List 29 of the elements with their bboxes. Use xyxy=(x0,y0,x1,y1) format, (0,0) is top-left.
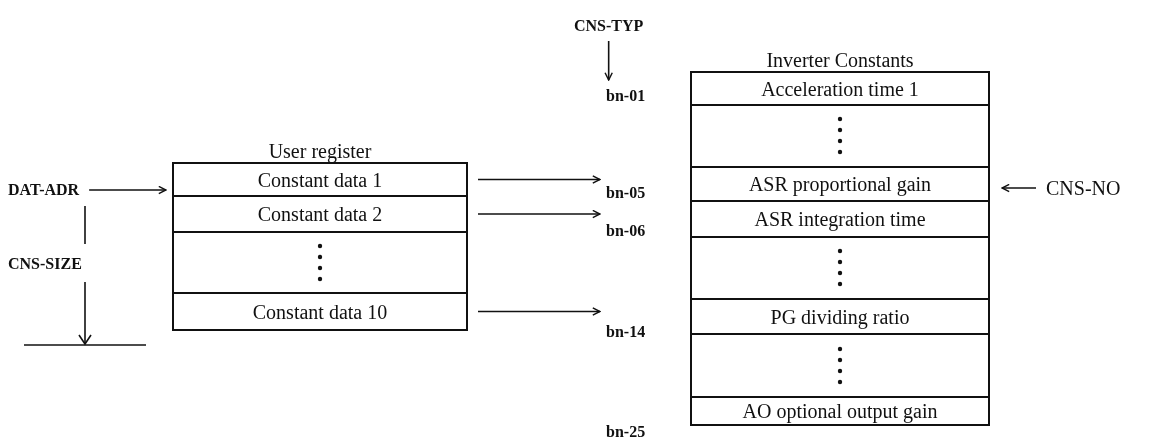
signal-label: CNS-SIZE xyxy=(8,254,82,274)
register-row: Acceleration time 1 xyxy=(690,71,990,106)
table-heading: User register xyxy=(268,139,372,164)
register-row: Constant data 1 xyxy=(172,162,468,197)
arrow xyxy=(477,307,601,316)
empty-register-row xyxy=(690,104,990,168)
empty-register-row xyxy=(690,236,990,300)
arrow xyxy=(604,40,613,81)
signal-label: bn-05 xyxy=(606,181,646,205)
signal-label: bn-14 xyxy=(606,320,646,344)
signal-label: bn-06 xyxy=(606,219,646,243)
signal-label: bn-01 xyxy=(606,84,646,108)
signal-label: bn-25 xyxy=(606,422,646,442)
arrow xyxy=(477,175,601,184)
arrow xyxy=(1001,183,1037,193)
register-row: Constant data 2 xyxy=(172,195,468,233)
table-heading: Inverter Constants xyxy=(766,48,914,73)
pointer-label: CNS-NO xyxy=(1046,176,1121,200)
empty-register-row xyxy=(172,231,468,294)
signal-label: DAT-ADR xyxy=(8,178,80,202)
register-row: PG dividing ratio xyxy=(690,298,990,335)
register-row: ASR integration time xyxy=(690,200,990,238)
arrow xyxy=(88,185,167,195)
signal-label: CNS-TYP xyxy=(574,14,644,38)
empty-register-row xyxy=(690,333,990,398)
arrow xyxy=(477,209,601,219)
register-row: ASR proportional gain xyxy=(690,166,990,202)
register-row: Constant data 10 xyxy=(172,292,468,331)
register-row: AO optional output gain xyxy=(690,396,990,426)
